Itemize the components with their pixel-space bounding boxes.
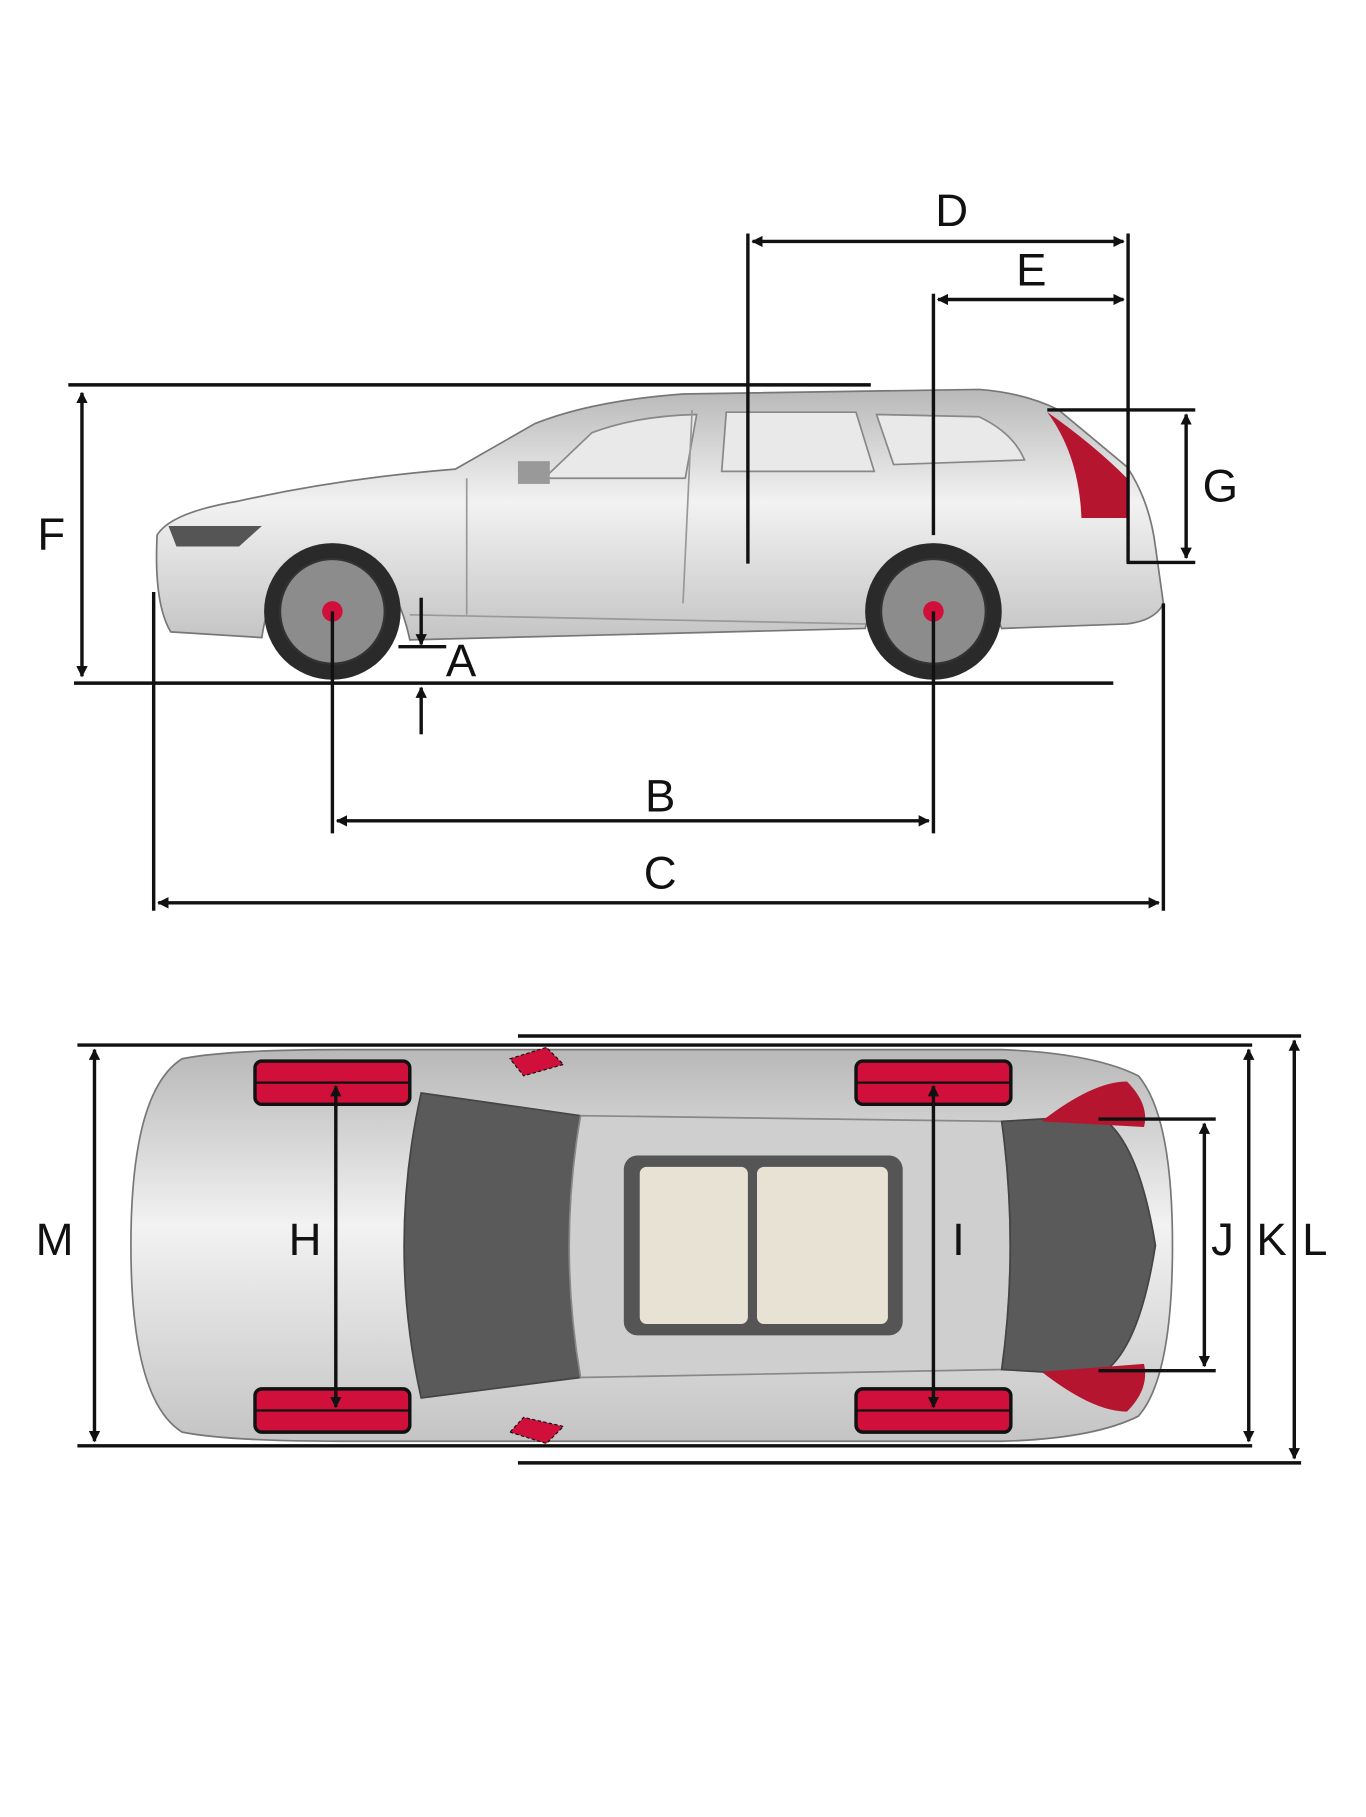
side-mirror: [517, 461, 550, 484]
label-l: L: [1302, 1214, 1327, 1265]
top-view-car: [130, 1046, 1174, 1445]
label-m: M: [36, 1214, 74, 1265]
mirror-right: [508, 1416, 565, 1445]
label-d: D: [935, 185, 968, 236]
label-f: F: [37, 508, 65, 559]
tail-light: [1047, 412, 1127, 519]
side-view-car: [155, 388, 1165, 680]
side-dimension-lines: [68, 233, 1196, 911]
tail-light-left: [1041, 1081, 1146, 1128]
headlight: [168, 526, 262, 547]
label-e: E: [1016, 244, 1046, 295]
top-dimension-lines: [77, 1034, 1302, 1465]
label-a: A: [446, 635, 477, 686]
label-i: I: [952, 1214, 965, 1265]
mirror-left: [509, 1046, 565, 1077]
label-h: H: [289, 1214, 322, 1265]
label-g: G: [1203, 461, 1238, 512]
label-j: J: [1211, 1214, 1234, 1265]
label-b: B: [645, 770, 675, 821]
tail-light-right: [1041, 1363, 1146, 1412]
label-k: K: [1256, 1214, 1286, 1265]
label-c: C: [644, 848, 677, 899]
